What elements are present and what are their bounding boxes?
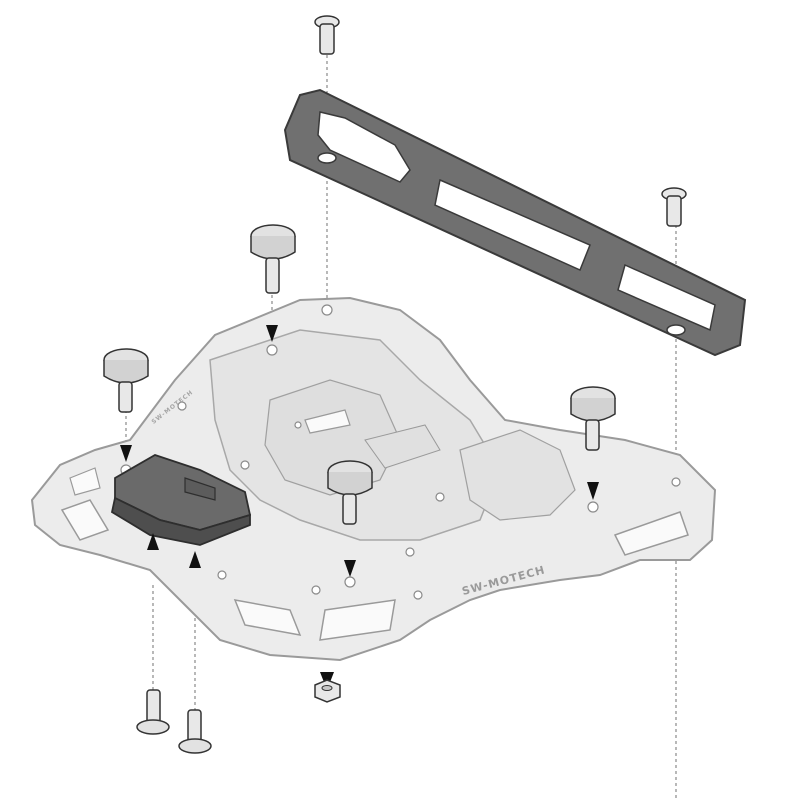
- arrow-up-icon: [189, 551, 201, 568]
- center-window: [304, 409, 351, 434]
- hole: [217, 570, 227, 580]
- rack-top-plate: SW-MOTECH SW-MOTECH: [30, 296, 717, 662]
- bracket-cutout-2: [434, 178, 591, 272]
- foot-body: [250, 236, 296, 260]
- foot-stem: [118, 381, 133, 413]
- hex-nut: [314, 679, 341, 703]
- left-slot-2: [69, 467, 101, 496]
- hole: [294, 421, 302, 429]
- foot-body: [570, 398, 616, 422]
- arrow-down-icon: [266, 325, 278, 342]
- arrow-down-icon: [120, 445, 132, 462]
- plate-right-pocket: [459, 429, 576, 521]
- grip-pattern: [364, 424, 441, 469]
- rubber-foot-2: [103, 348, 149, 413]
- foot-body: [103, 360, 149, 384]
- front-slot-left: [233, 599, 302, 636]
- clamp-block: [110, 454, 252, 546]
- reinforcement-bracket: [283, 88, 747, 357]
- rubber-foot-4: [327, 460, 373, 525]
- countersunk-screw-top: [314, 15, 340, 55]
- clamp-front: [110, 496, 251, 546]
- hole: [435, 492, 445, 502]
- screw-shank: [319, 23, 335, 55]
- screw-shank: [666, 195, 682, 227]
- hole: [177, 401, 187, 411]
- hole: [587, 501, 599, 513]
- foot-body: [327, 472, 373, 496]
- right-slot: [613, 511, 689, 556]
- hole: [671, 477, 681, 487]
- hole: [344, 576, 356, 588]
- rubber-foot-1: [250, 224, 296, 294]
- bolt-head: [178, 738, 212, 754]
- bracket-cutout-1: [317, 111, 411, 183]
- countersunk-screw-right: [661, 187, 687, 227]
- hole: [321, 304, 333, 316]
- nut-hole: [321, 685, 333, 691]
- arrow-down-icon: [344, 560, 356, 577]
- nut-body: [314, 679, 341, 703]
- hole: [405, 547, 415, 557]
- bolt-head: [136, 719, 170, 735]
- flange-bolt-1: [136, 689, 170, 735]
- hole: [240, 460, 250, 470]
- hole: [266, 344, 278, 356]
- foot-stem: [585, 419, 600, 451]
- mounting-holes: [120, 304, 681, 600]
- foot-stem: [342, 493, 357, 525]
- hole: [413, 590, 423, 600]
- front-slot-right: [319, 599, 396, 641]
- left-slot: [60, 499, 110, 541]
- rubber-foot-3: [570, 386, 616, 451]
- foot-stem: [265, 257, 280, 294]
- flange-bolt-2: [178, 709, 212, 754]
- insertion-arrows: [120, 325, 599, 690]
- arrow-down-icon: [587, 482, 599, 500]
- bracket-hole-right: [666, 324, 686, 336]
- arrow-up-icon: [147, 533, 159, 550]
- bracket-hole-left: [317, 152, 337, 164]
- hole: [311, 585, 321, 595]
- bracket-cutout-3: [617, 263, 716, 332]
- clamp-step: [184, 477, 216, 501]
